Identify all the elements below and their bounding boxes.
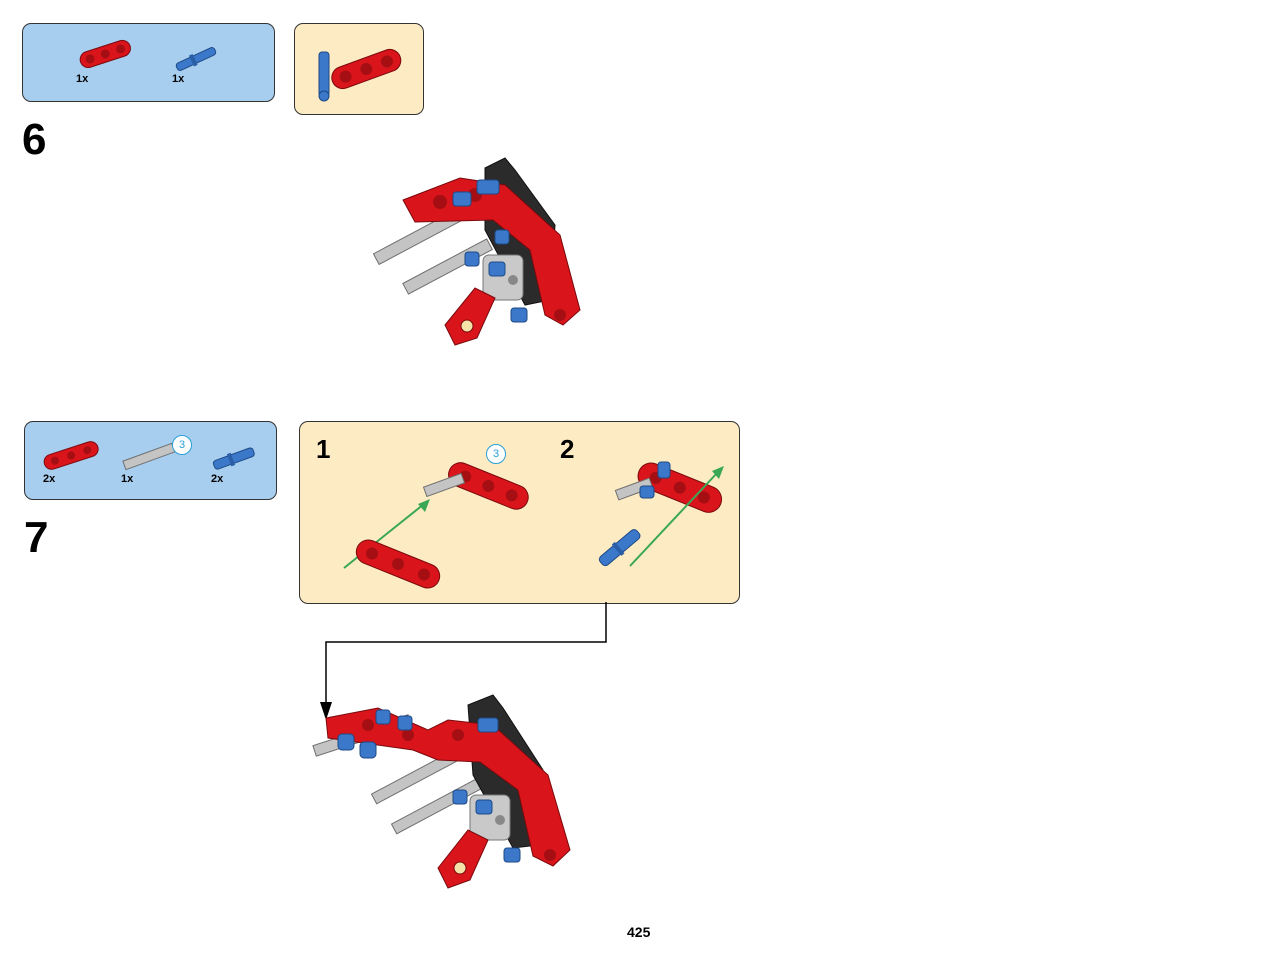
axle-length-badge: 3: [172, 435, 192, 455]
green-insert-arrow-icon: [629, 466, 724, 567]
substep2-beam-assembly-icon: [614, 461, 723, 513]
substep2-blue-pin-icon: [598, 529, 641, 567]
result-arrow: [320, 602, 607, 720]
blue-axle-pin-icon: [175, 46, 217, 72]
substep1-loose-beam-icon: [355, 539, 441, 589]
substep1-beam-with-axle-icon: [422, 462, 529, 510]
part-qty: 2x: [43, 473, 56, 485]
assembled-model-step6-icon: [372, 157, 581, 346]
substep-callout-step7: 1 2 3: [299, 421, 740, 604]
blue-axle-pin-icon: [212, 447, 255, 470]
substep-number-2: 2: [560, 434, 575, 464]
step-number-7: 7: [24, 513, 49, 562]
red-beam-3-icon: [43, 441, 99, 470]
axle-length-badge: 3: [486, 444, 506, 464]
page-number: 425: [627, 924, 651, 940]
step-number-6: 6: [22, 115, 47, 164]
subassembly-callout-step6: [294, 23, 424, 115]
part-qty: 1x: [76, 73, 89, 85]
part-qty: 1x: [121, 473, 134, 485]
parts-callout-step7: 2x 3 1x 2x: [24, 421, 277, 500]
substep-number-1: 1: [316, 434, 331, 464]
red-beam-3-icon: [79, 39, 131, 69]
part-qty: 1x: [172, 73, 185, 85]
parts-callout-step6: 1x 1x: [22, 23, 275, 102]
red-beam-with-blue-pin-icon: [318, 48, 402, 102]
assembled-model-step7-icon: [312, 694, 571, 889]
gray-axle-icon: [122, 442, 176, 471]
part-qty: 2x: [211, 473, 224, 485]
